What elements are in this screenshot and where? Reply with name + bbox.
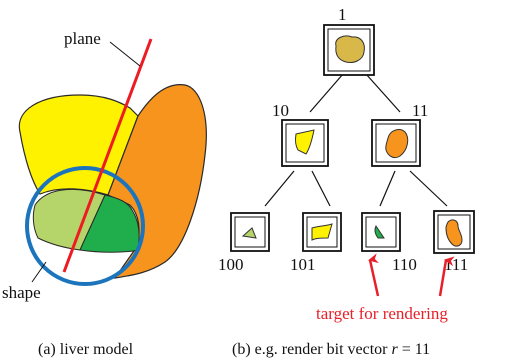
node-10-shape (294, 129, 315, 155)
node-11-shape (385, 129, 409, 159)
plane-label: plane (64, 29, 101, 48)
tree-node-101: 101 (290, 212, 342, 274)
target-arrow-110 (368, 253, 380, 297)
cutting-plane-line (62, 38, 153, 273)
target-label: target for rendering (316, 304, 448, 323)
node-11-label: 11 (412, 101, 428, 120)
node-101-label: 101 (290, 255, 316, 274)
caption-a: (a) liver model (38, 341, 134, 358)
shape-label: shape (2, 283, 41, 302)
caption-b-var: r (391, 341, 398, 358)
tree-node-10: 10 (272, 101, 329, 167)
tree-node-111: 111 (433, 210, 475, 274)
caption-b-suffix: = 11 (398, 341, 430, 358)
shape-circle (25, 166, 145, 286)
plane-leader-line (109, 41, 141, 67)
node-111-shape (445, 219, 463, 247)
tree-edges (264, 73, 448, 207)
caption-b: (b) e.g. render bit vector r = 11 (232, 341, 430, 358)
tree-node-11: 11 (371, 101, 428, 167)
node-110-shape (374, 225, 385, 239)
shape-leader-line (31, 261, 47, 283)
tree-node-100: 100 (218, 212, 270, 274)
node-root-shape (335, 35, 365, 63)
node-110-label: 110 (392, 255, 417, 274)
liver-model-panel: plane shape (a) liver model (2, 29, 207, 358)
node-111-label: 111 (444, 255, 468, 274)
node-100-shape (241, 227, 257, 239)
render-tree-panel: 1 10 11 100 101 (218, 5, 475, 358)
target-arrow-111 (438, 256, 455, 297)
node-101-shape (311, 223, 333, 241)
node-10-label: 10 (272, 101, 289, 120)
tree-node-110: 110 (361, 212, 417, 274)
liver-section-light-green (32, 188, 106, 251)
node-root-label: 1 (338, 5, 347, 24)
caption-b-prefix: (b) e.g. render bit vector (232, 341, 388, 358)
node-100-label: 100 (218, 255, 244, 274)
tree-node-root: 1 (323, 5, 375, 76)
liver-section-green (79, 194, 140, 253)
